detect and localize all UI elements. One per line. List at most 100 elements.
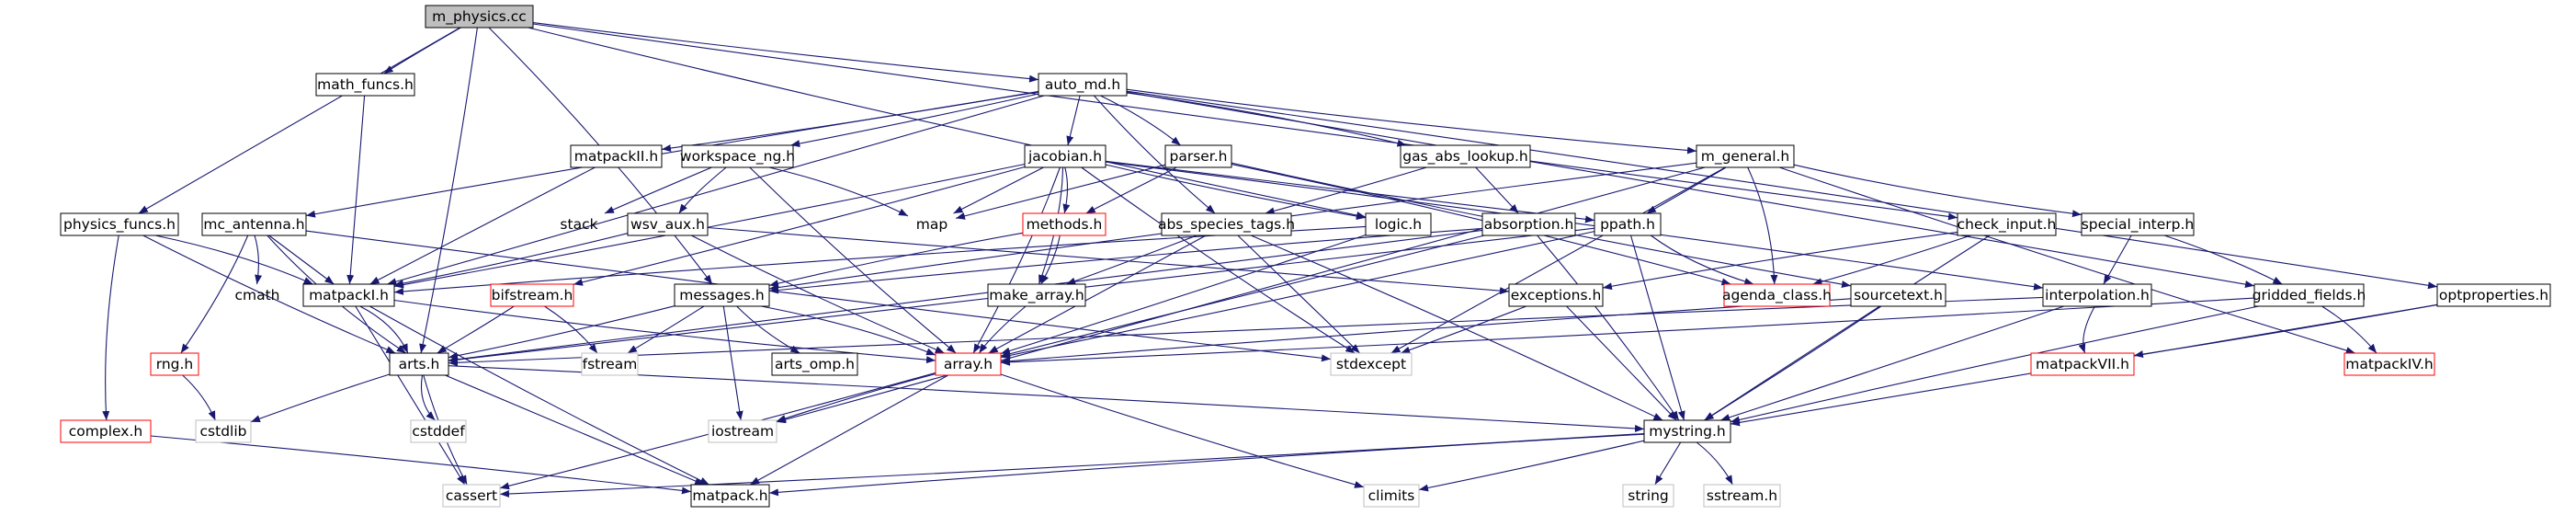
node-gas-abs-lookup[interactable]: gas_abs_lookup.h: [1400, 144, 1531, 168]
edge-workspace_ng-to-stack: [604, 166, 712, 214]
node-agenda-class[interactable]: agenda_class.h: [1722, 283, 1832, 307]
node-label: stdexcept: [1336, 356, 1406, 372]
edge-mystring-to-matpack: [768, 433, 1645, 497]
node-workspace-ng[interactable]: workspace_ng.h: [680, 144, 795, 168]
node-label: arts_omp.h: [775, 356, 855, 373]
node-jacobian[interactable]: jacobian.h: [1024, 144, 1106, 168]
edge-m_physics-to-arts: [419, 27, 478, 354]
node-math-funcs[interactable]: math_funcs.h: [315, 73, 415, 97]
node-label: interpolation.h: [2045, 287, 2150, 303]
node-label: jacobian.h: [1027, 148, 1102, 165]
node-array[interactable]: array.h: [935, 352, 1002, 376]
node-label: climits: [1368, 487, 1415, 504]
edge-auto_md-to-parser: [1100, 95, 1181, 146]
edge-m_general-to-stdexcept: [1390, 166, 1726, 354]
edge-messages-to-fstream: [627, 305, 705, 354]
node-parser[interactable]: parser.h: [1164, 144, 1232, 168]
node-physics-funcs[interactable]: physics_funcs.h: [60, 212, 179, 236]
node-fstream: fstream: [581, 352, 639, 376]
edge-m_physics-to-auto_md: [532, 22, 1039, 83]
node-matpackIV[interactable]: matpackIV.h: [2343, 352, 2435, 376]
node-box: [570, 144, 663, 168]
edge-special_interp-to-gridded_fields: [2163, 235, 2283, 285]
node-stack: stack: [560, 216, 597, 233]
edge-physics_funcs-to-arts: [142, 235, 396, 354]
edge-auto_md-to-m_general: [1126, 88, 1697, 154]
edge-messages-to-array: [761, 305, 936, 356]
edge-mc_antenna-to-matpackI: [268, 235, 335, 285]
node-arts-omp[interactable]: arts_omp.h: [771, 352, 858, 376]
node-mystring[interactable]: mystring.h: [1643, 419, 1731, 443]
node-matpackVII[interactable]: matpackVII.h: [2030, 352, 2135, 376]
node-m-general[interactable]: m_general.h: [1696, 144, 1795, 168]
edge-auto_md-to-abs_species_tags: [1093, 95, 1216, 214]
node-rng[interactable]: rng.h: [150, 352, 199, 376]
node-matpack[interactable]: matpack.h: [690, 484, 770, 508]
node-box: [690, 484, 770, 508]
node-messages[interactable]: messages.h: [674, 283, 770, 307]
node-label: stack: [560, 216, 597, 233]
node-exceptions[interactable]: exceptions.h: [1508, 283, 1604, 307]
node-box: [1024, 144, 1106, 168]
node-gridded-fields[interactable]: gridded_fields.h: [2253, 283, 2366, 307]
node-absorption[interactable]: absorption.h: [1481, 212, 1576, 236]
node-box: [2436, 283, 2551, 307]
node-mc-antenna[interactable]: mc_antenna.h: [201, 212, 307, 236]
edge-auto_md-to-matpackII: [661, 90, 1039, 153]
edge-mystring-to-string: [1654, 441, 1682, 486]
node-m-physics[interactable]: m_physics.cc: [425, 5, 534, 29]
node-logic[interactable]: logic.h: [1365, 212, 1432, 236]
edge-make_array-to-array: [978, 305, 1027, 354]
node-arts[interactable]: arts.h: [389, 352, 449, 376]
node-check-input[interactable]: check_input.h: [1957, 212, 2057, 236]
edge-absorption-to-arts: [448, 229, 1483, 363]
node-label: sstream.h: [1707, 487, 1777, 504]
node-auto-md[interactable]: auto_md.h: [1038, 73, 1128, 97]
node-special-interp[interactable]: special_interp.h: [2081, 212, 2195, 236]
node-label: cassert: [446, 487, 497, 504]
edge-math_funcs-to-matpackI: [346, 95, 366, 285]
node-label: cstddef: [412, 423, 465, 440]
node-matpackII[interactable]: matpackII.h: [570, 144, 663, 168]
edge-m_physics-to-check_input: [532, 23, 1958, 221]
edge-wsv_aux-to-matpackI: [393, 233, 629, 288]
edge-mystring-to-climits: [1418, 440, 1645, 492]
node-matpackI[interactable]: matpackI.h: [302, 283, 395, 307]
node-iostream: iostream: [708, 419, 777, 443]
edge-wsv_aux-to-array: [691, 235, 945, 354]
edge-absorption-to-array: [1000, 235, 1485, 358]
node-box: [410, 419, 467, 443]
node-box: [1703, 484, 1781, 508]
edge-auto_md-to-jacobian: [1066, 95, 1081, 146]
node-wsv-aux[interactable]: wsv_aux.h: [627, 212, 709, 236]
node-box: [708, 419, 777, 443]
node-label: make_array.h: [989, 287, 1084, 304]
edge-matpackI-to-matpack: [369, 305, 709, 486]
node-abs-species-tags[interactable]: abs_species_tags.h: [1158, 212, 1295, 236]
node-label: matpack.h: [692, 487, 767, 504]
node-methods[interactable]: methods.h: [1022, 212, 1106, 236]
edge-ppath-to-agenda_class: [1650, 235, 1754, 285]
node-bifstream[interactable]: bifstream.h: [490, 283, 574, 307]
node-interpolation[interactable]: interpolation.h: [2042, 283, 2152, 307]
node-sourcetext[interactable]: sourcetext.h: [1850, 283, 1946, 307]
node-box: [302, 283, 395, 307]
node-label: ppath.h: [1600, 216, 1655, 233]
edge-arts-to-cstddef: [420, 374, 436, 421]
node-complex[interactable]: complex.h: [60, 419, 152, 443]
node-box: [674, 283, 770, 307]
node-make-array[interactable]: make_array.h: [987, 283, 1086, 307]
node-ppath[interactable]: ppath.h: [1594, 212, 1662, 236]
edge-jacobian-to-interpolation: [1105, 161, 2044, 291]
node-label: optproperties.h: [2439, 287, 2548, 303]
edge-jacobian-to-logic: [1105, 164, 1367, 221]
node-sstream: sstream.h: [1703, 484, 1781, 508]
node-label: map: [916, 216, 948, 233]
node-optproperties[interactable]: optproperties.h: [2436, 283, 2551, 307]
edge-arts-to-matpack: [445, 374, 705, 486]
edge-jacobian-to-ppath: [1105, 160, 1595, 223]
edge-gridded_fields-to-array: [1000, 297, 2255, 366]
edge-array-to-climits: [1000, 373, 1365, 488]
edge-messages-to-iostream: [722, 305, 743, 421]
node-label: matpackVII.h: [2036, 356, 2129, 372]
